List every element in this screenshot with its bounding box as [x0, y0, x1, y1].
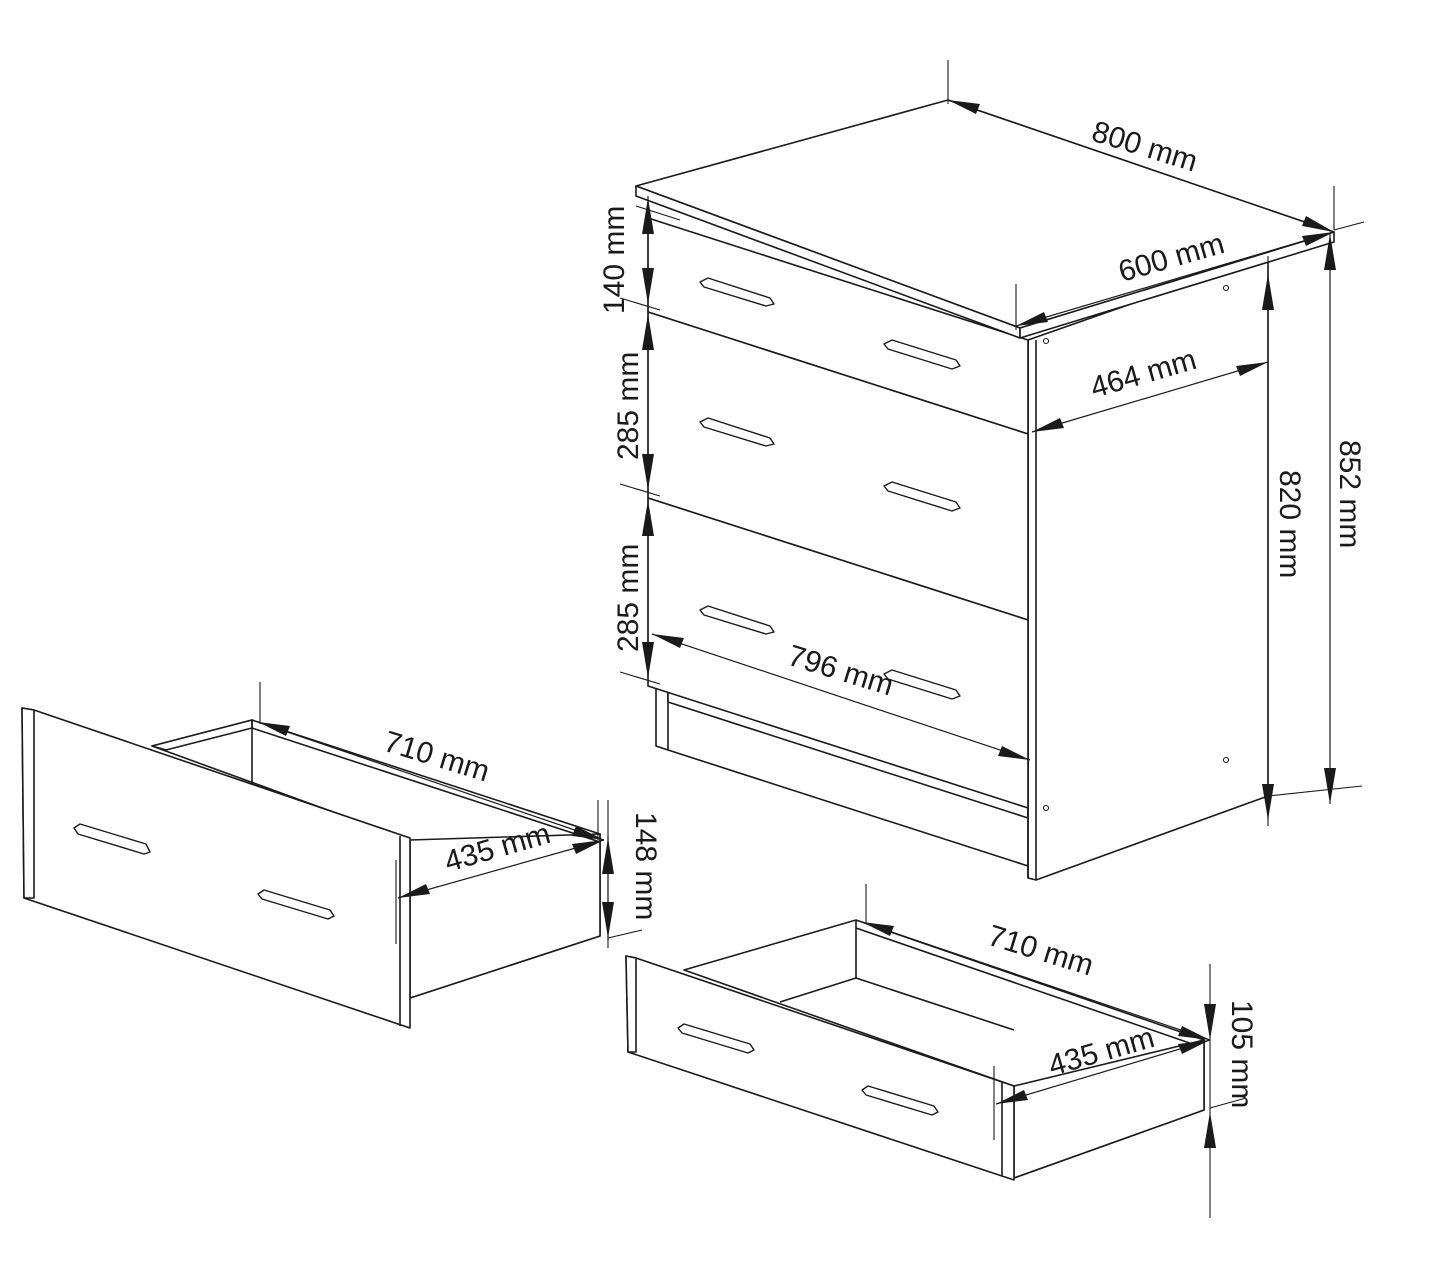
small-drawer-rail — [855, 927, 1205, 1049]
screw-hole — [1042, 804, 1050, 812]
screw-hole — [1042, 337, 1050, 345]
label-top-drawer-height: 140 mm — [598, 206, 631, 314]
small-drawer-inner-edge — [855, 977, 1015, 1031]
handle-icon — [883, 339, 961, 370]
handle-icon — [257, 889, 335, 920]
large-drawer-rail — [251, 727, 601, 843]
label-body-height: 820 mm — [1273, 470, 1306, 578]
small-drawer — [625, 919, 1205, 1181]
handle-icon — [73, 823, 151, 855]
large-drawer-front-edge — [21, 707, 35, 899]
large-drawer — [21, 707, 601, 1029]
handle-icon — [883, 669, 961, 700]
screw-hole — [1222, 756, 1230, 764]
small-drawer-floor-edge — [779, 977, 857, 1003]
handle-icon — [699, 277, 775, 307]
cabinet-top-side-edge — [1019, 231, 1335, 339]
small-drawer-front-edge — [625, 955, 637, 1053]
handle-icon — [883, 481, 961, 512]
label-bottom-drawer-height: 285 mm — [612, 544, 645, 652]
handle-icon — [861, 1085, 939, 1116]
label-middle-drawer-height: 285 mm — [612, 352, 645, 460]
screw-hole — [1222, 284, 1230, 292]
cabinet — [635, 99, 1335, 881]
label-large-drawer-height: 148 mm — [629, 812, 662, 920]
handle-icon — [699, 605, 775, 635]
cabinet-side-panel — [1027, 255, 1269, 881]
handle-icon — [699, 417, 775, 447]
dimension-lines — [257, 60, 1365, 1218]
label-total-height: 852 mm — [1333, 440, 1366, 548]
handle-icon — [677, 1023, 755, 1054]
label-small-drawer-height: 105 mm — [1225, 1000, 1258, 1108]
cabinet-plinth-bottom — [667, 749, 1029, 867]
